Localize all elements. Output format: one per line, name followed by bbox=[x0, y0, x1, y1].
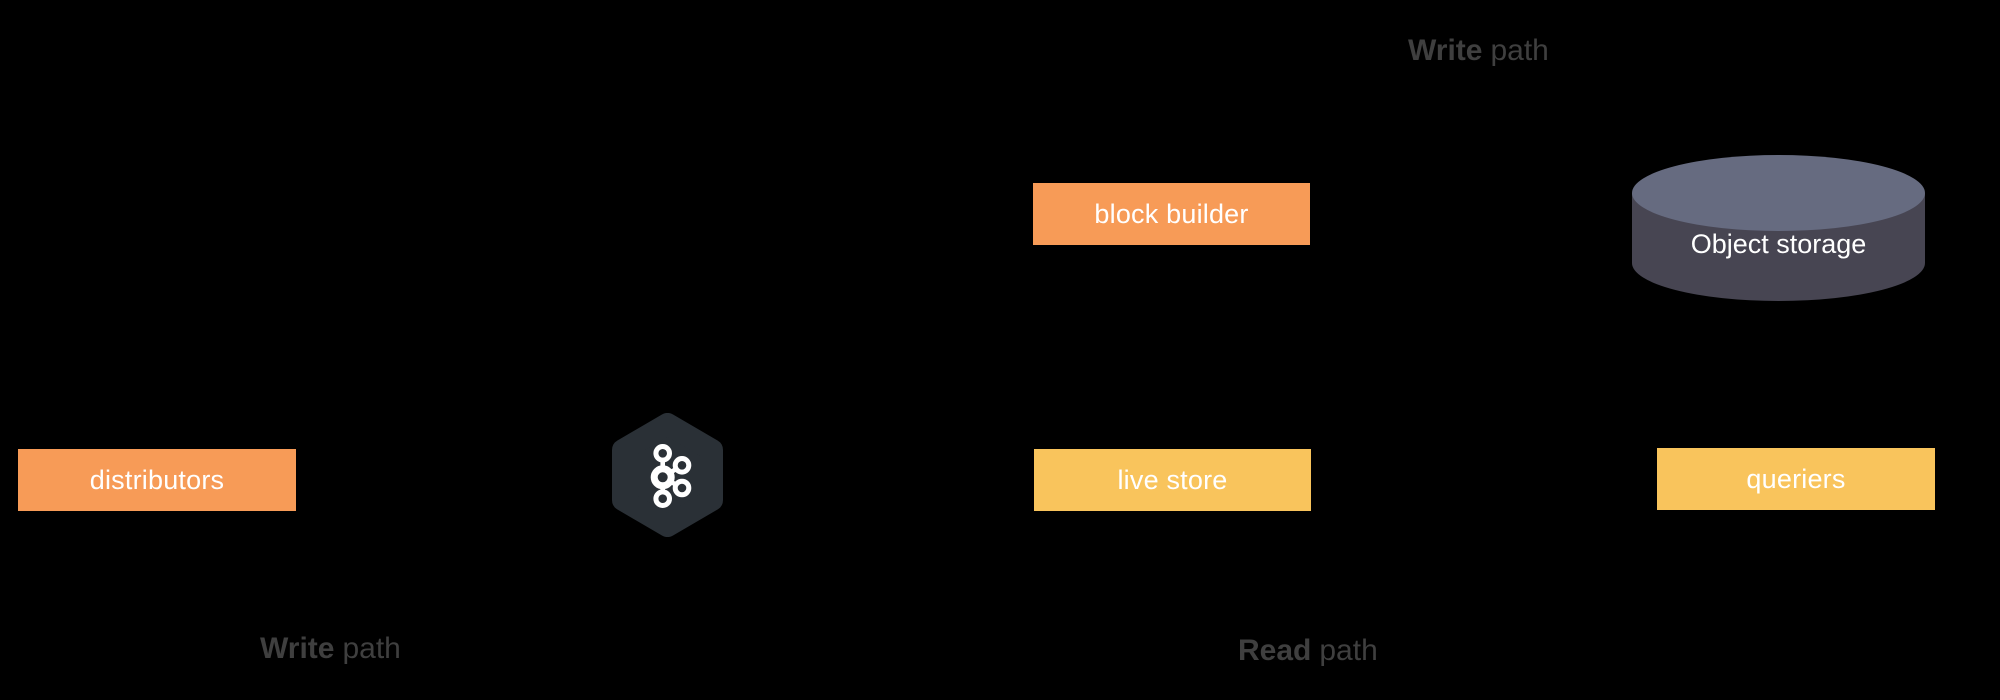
object-storage-node: Object storage bbox=[1632, 155, 1925, 301]
live-store-node: live store bbox=[1034, 449, 1311, 511]
caption-bold-word: Read bbox=[1238, 634, 1312, 667]
block-builder-node: block builder bbox=[1033, 183, 1310, 245]
distributors-label: distributors bbox=[89, 464, 225, 495]
queriers-node: queriers bbox=[1657, 448, 1935, 510]
caption-regular-word: path bbox=[1319, 634, 1378, 667]
kafka-hexagon-glyph bbox=[612, 413, 723, 537]
queriers-label: queriers bbox=[1746, 463, 1846, 494]
write-path-caption-bottom: Write path bbox=[260, 632, 401, 666]
caption-bold-word: Write bbox=[260, 632, 335, 665]
caption-regular-word: path bbox=[1490, 34, 1549, 67]
caption-regular-word: path bbox=[342, 632, 401, 665]
database-cylinder-icon bbox=[1632, 155, 1925, 301]
kafka-icon bbox=[612, 413, 723, 537]
live-store-label: live store bbox=[1117, 464, 1228, 495]
write-path-caption-top: Write path bbox=[1408, 34, 1549, 68]
object-storage-label: Object storage bbox=[1690, 229, 1867, 259]
caption-bold-word: Write bbox=[1408, 34, 1483, 67]
read-path-caption-bottom: Read path bbox=[1238, 634, 1378, 668]
kafka-logo-glyph bbox=[650, 444, 692, 508]
block-builder-label: block builder bbox=[1094, 198, 1249, 229]
distributors-node: distributors bbox=[18, 449, 296, 511]
